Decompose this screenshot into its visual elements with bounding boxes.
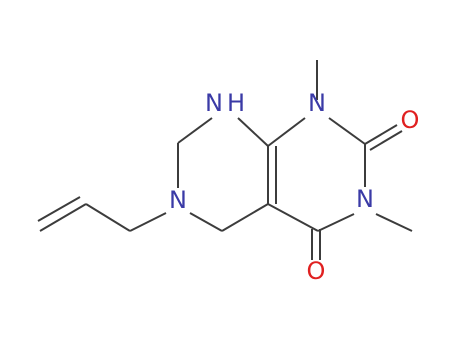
n1-label: N (308, 89, 326, 117)
bond-allyl-double-b (37, 196, 81, 222)
bond-nh-c8a (237, 117, 269, 147)
nh-nitrogen-label: N (205, 89, 223, 117)
bond-c5-n6 (189, 212, 223, 232)
bond-n3-methyl (375, 213, 413, 232)
bond-c4a-c5 (221, 203, 269, 232)
bond-ch2-nh (177, 117, 213, 144)
n3-label: N (356, 185, 374, 213)
bond-group (37, 60, 413, 260)
nh-hydrogen-label: H (227, 89, 245, 117)
bond-allyl-double-a (39, 203, 87, 232)
bond-n6-allyl (129, 212, 167, 232)
o2-label: O (401, 106, 420, 134)
bond-c2-o2-a (364, 124, 398, 145)
bond-c8a-n1 (267, 117, 306, 147)
bond-c4-c4a (267, 203, 319, 232)
o4-label: O (307, 257, 326, 285)
bond-n3-c4 (317, 213, 355, 232)
bond-n1-c2 (328, 117, 366, 145)
n6-label: N (169, 186, 187, 214)
bond-c2-o2-b (369, 130, 403, 151)
bond-allyl-ch (85, 203, 131, 232)
